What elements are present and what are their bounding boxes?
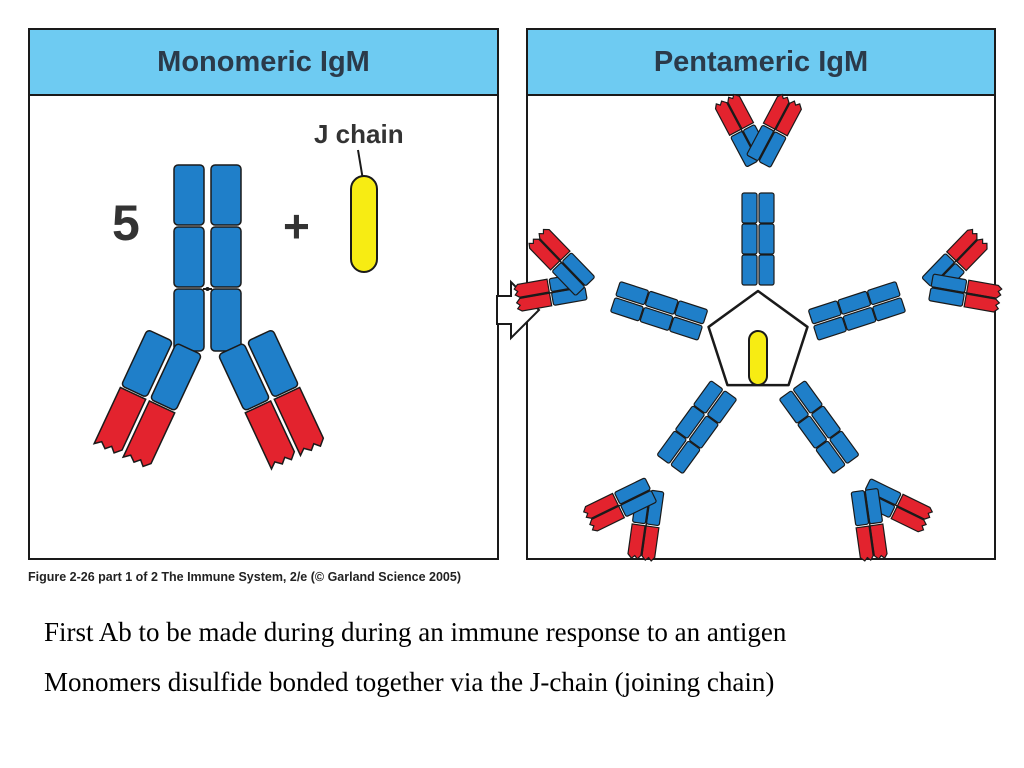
pentamer-monomer-unit [582, 380, 737, 562]
monomeric-igm-panel: Monomeric IgM [28, 28, 499, 560]
bullet-item-first-antibody: First Ab to be made during during an imm… [44, 617, 787, 647]
pentamer-monomer-unit [513, 228, 708, 341]
bullet-list: First Ab to be made during during an imm… [44, 614, 994, 714]
igm-pentamer [513, 93, 1003, 562]
pentamer-fc-stem [808, 281, 906, 341]
bullet-item-j-chain: Monomers disulfide bonded together via t… [44, 667, 775, 697]
pentamer-fc-stem [657, 380, 737, 474]
pentamer-fab-arm-right [528, 228, 595, 296]
pentamer-monomer-unit [714, 93, 802, 286]
igm-diagram: 5 + J chain [92, 93, 1003, 562]
pentamer-fc-stem [610, 281, 708, 341]
pentamer-fc-stem [779, 380, 859, 474]
pentamer-monomer-unit [808, 228, 1003, 341]
monomer-count: 5 [112, 195, 140, 251]
monomer-fc-region [173, 164, 242, 352]
monomeric-igm-title: Monomeric IgM [30, 30, 497, 96]
arrow-right-icon [496, 279, 541, 341]
pentamer-fab-arm-right [928, 273, 1003, 313]
pentamer-j-chain [748, 330, 768, 386]
pentamer-fab-arm-right [850, 488, 888, 562]
plus-sign: + [283, 200, 310, 252]
j-chain-label: J chain [314, 119, 404, 149]
pentamer-fab-arm-right [582, 477, 657, 532]
monomer-fab-arm-left [92, 330, 202, 468]
pentamer-fab-arm-right [746, 93, 802, 168]
pentamer-monomer-unit [779, 380, 934, 562]
pentameric-igm-title: Pentameric IgM [528, 30, 994, 96]
j-chain-icon [350, 175, 378, 273]
monomer-fab-arm-right [218, 330, 325, 471]
figure-caption: Figure 2-26 part 1 of 2 The Immune Syste… [28, 570, 461, 584]
j-chain-pointer [357, 149, 364, 181]
pentamer-fc-stem [741, 192, 775, 286]
igm-monomer [92, 164, 325, 471]
